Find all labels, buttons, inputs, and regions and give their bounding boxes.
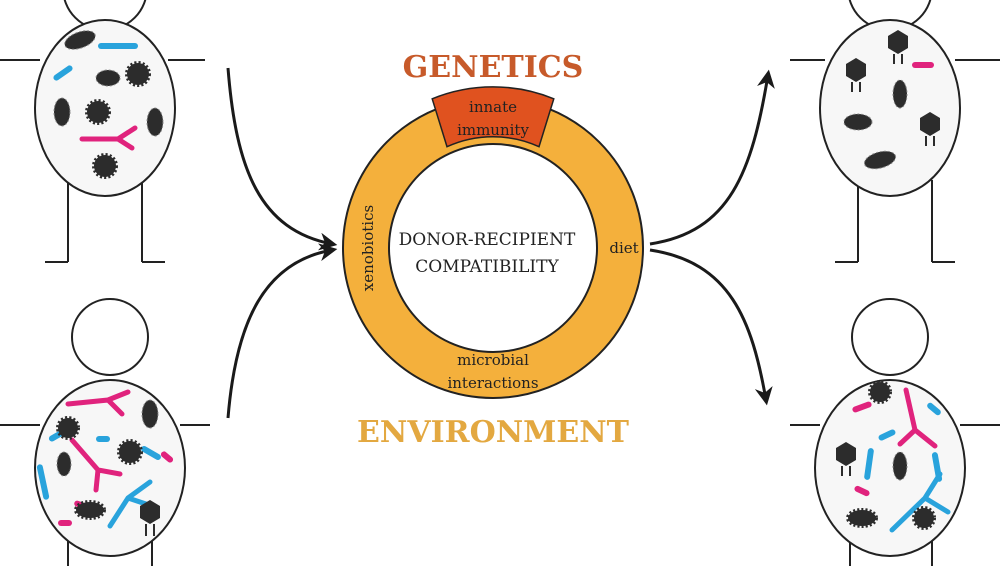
genetics-label: GENETICS — [403, 50, 584, 85]
arrow-ring-to-recipient-top — [649, 69, 775, 246]
donor-top-microbes — [53, 30, 164, 179]
arrow-donor-bottom-to-ring — [226, 243, 338, 419]
recipient-top-person — [790, 0, 1000, 263]
recipient-top-microbes — [843, 30, 940, 170]
ring-label-interactions: interactions — [447, 374, 538, 392]
ring-label-microbial: microbial — [457, 351, 529, 369]
ring-label-diet: diet — [609, 239, 638, 257]
arrow-ring-to-recipient-bottom — [649, 248, 773, 406]
recipient-bottom-person — [790, 298, 1000, 566]
arrow-donor-top-to-ring — [226, 67, 338, 251]
ring-label-xenobiotics: xenobiotics — [359, 205, 377, 291]
donor-bottom-microbes — [36, 389, 174, 536]
donor-top-person — [0, 0, 205, 263]
center-label-compatibility: COMPATIBILITY — [415, 257, 559, 277]
ring-label-innate: innate — [469, 98, 517, 116]
ring-label-immunity: immunity — [457, 121, 529, 139]
ring-segment-innate-immunity — [431, 86, 555, 148]
recipient-bottom-microbes — [836, 380, 951, 533]
center-label-donor-recipient: DONOR-RECIPIENT — [399, 230, 576, 250]
environment-label: ENVIRONMENT — [357, 415, 630, 450]
donor-bottom-person — [0, 298, 210, 566]
compatibility-ring — [342, 86, 644, 399]
